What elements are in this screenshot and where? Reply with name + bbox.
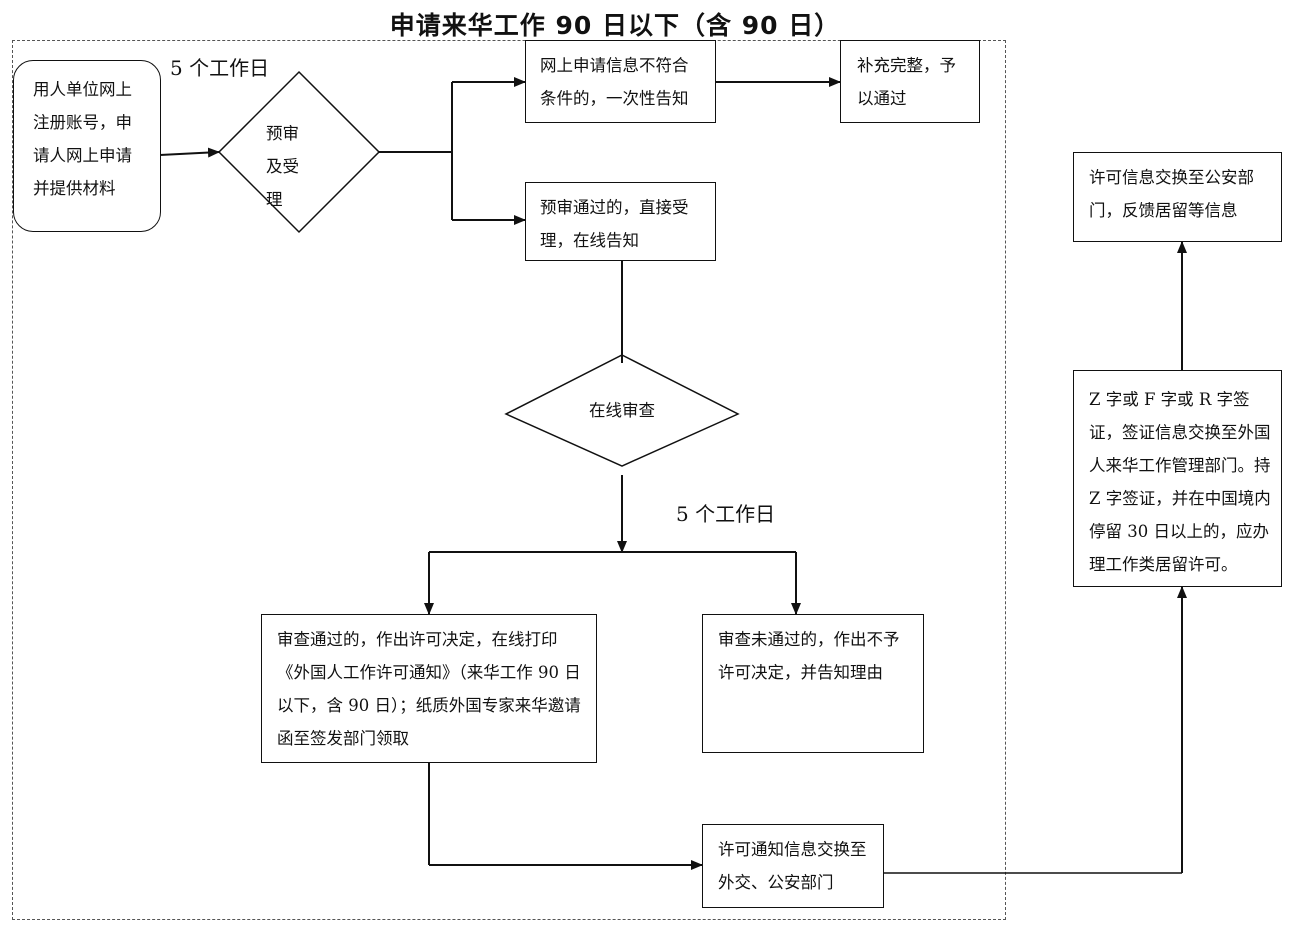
online-review-diamond <box>504 354 740 467</box>
accepted-box: 预审通过的，直接受理，在线告知 <box>525 182 716 261</box>
exchange-police-box: 许可信息交换至公安部门，反馈居留等信息 <box>1073 152 1282 242</box>
pre-review-label: 预审及受理 <box>266 124 299 209</box>
supplement-box: 补充完整，予以通过 <box>840 40 980 123</box>
days-note-mid: 5 个工作日 <box>676 502 776 526</box>
exchange-foreign-box: 许可通知信息交换至外交、公安部门 <box>702 824 884 908</box>
approved-box: 审查通过的，作出许可决定，在线打印《外国人工作许可通知》（来华工作 90 日以下… <box>261 614 597 763</box>
not-compliant-box: 网上申请信息不符合条件的，一次性告知 <box>525 40 716 123</box>
days-note-top: 5 个工作日 <box>170 56 270 80</box>
arrow-applicant-to-review <box>159 147 220 158</box>
pre-review-diamond <box>217 70 381 234</box>
online-review-label: 在线审查 <box>589 401 655 420</box>
page-title: 申请来华工作 90 日以下（含 90 日） <box>389 11 841 40</box>
visa-box: Z 字或 F 字或 R 字签证，签证信息交换至外国人来华工作管理部门。持 Z 字… <box>1073 370 1282 587</box>
rejected-box: 审查未通过的，作出不予许可决定，并告知理由 <box>702 614 924 753</box>
process-boundary <box>12 40 1006 920</box>
applicant-box: 用人单位网上注册账号，申请人网上申请并提供材料 <box>13 60 161 232</box>
